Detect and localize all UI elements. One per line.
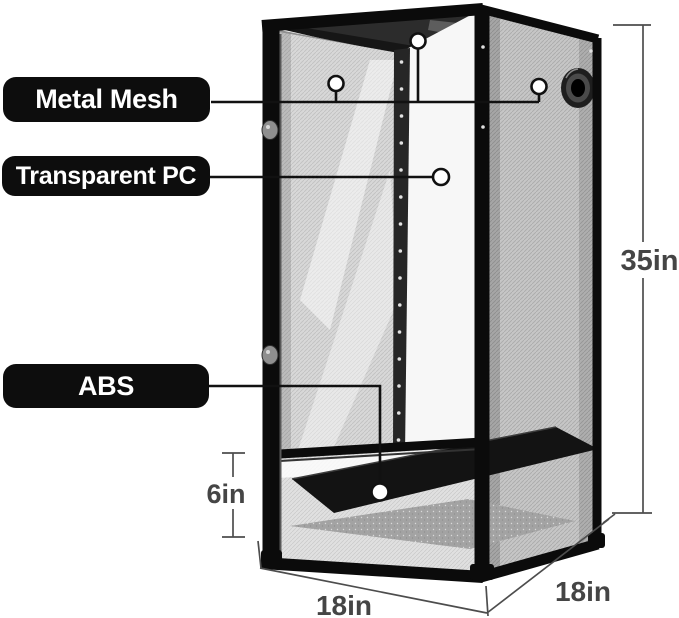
callout-dot-transparent-pc [431,167,451,187]
right-bottom-rail [479,538,600,583]
callout-dot-top-mesh [409,32,427,50]
corner-foot-middle [470,564,494,580]
dim-label-height: 35in [620,245,679,277]
dim-label-base-height: 6in [206,479,246,509]
callout-dots [327,32,548,502]
dimension-lines [222,24,652,617]
divider-rail-inner [262,448,483,463]
front-top-rail [261,3,484,32]
hinge-top-bolt [266,125,270,129]
cable-port [561,68,595,108]
dim-height-35in [612,24,652,514]
corner-foot-left [261,550,282,569]
dim-label-width: 18in [315,590,373,618]
door-hinges [261,120,279,365]
divider-rail [262,437,483,460]
glass-glare-upper [300,60,398,330]
interior-through-view [399,9,482,452]
substrate-floor [290,499,575,549]
callout-lines [209,49,541,484]
dim-depth-18in [486,513,616,614]
hinge-top [261,120,279,140]
front-bottom-rail [261,557,484,583]
callout-dot-right-mesh [530,77,548,96]
glass-glare-lower [296,170,398,456]
hinge-bottom [261,345,279,365]
corner-foot-right [588,533,605,548]
dim-base-6in [222,452,245,538]
abs-tray [292,427,598,513]
left-panel-shadow [279,32,291,456]
callout-dot-abs [370,482,390,502]
label-metal-mesh: Metal Mesh [3,77,210,122]
right-top-rail [479,4,600,44]
label-abs: ABS [3,364,209,408]
callout-line-abs [209,384,382,484]
label-transparent-pc: Transparent PC [2,156,210,196]
dim-label-depth: 18in [554,576,612,607]
dim-width-18in [257,540,489,617]
callout-dot-left-mesh [327,74,345,93]
frame-screws [481,45,593,129]
hinge-bottom-bolt [266,350,270,354]
cage-front-face [279,9,482,456]
interior-peg-rail [393,48,410,456]
cage-bottom-section [262,426,598,574]
